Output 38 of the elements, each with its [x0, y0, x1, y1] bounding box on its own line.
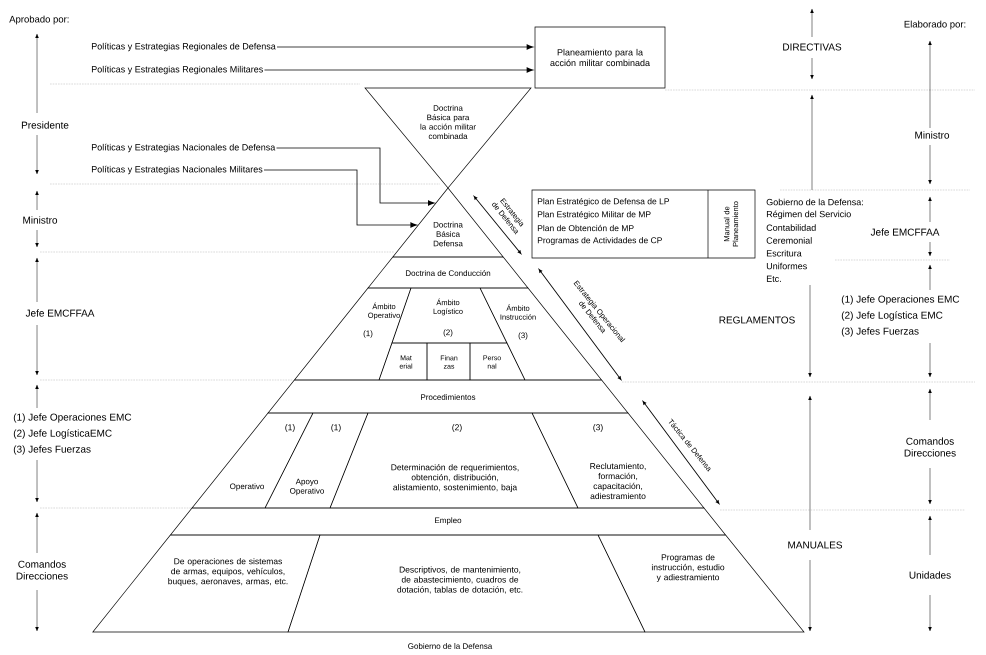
- arrow: [276, 148, 435, 206]
- arrow: [264, 170, 418, 228]
- policy-label: Políticas y Estrategias Nacionales Militares: [92, 166, 262, 174]
- level-label: (2) Jefe Logística EMC: [842, 311, 942, 321]
- arrow: [264, 67, 534, 73]
- list-item: Régimen del Servicio: [766, 210, 851, 220]
- base-label: Gobierno de la Defensa: [408, 643, 492, 649]
- level-label: Ministro: [23, 216, 58, 224]
- level-label: Ministro: [915, 131, 950, 139]
- level-label: REGLAMENTOS: [720, 316, 795, 324]
- policy-label: Políticas y Estrategias Regionales de Defensa: [92, 42, 276, 52]
- level-label: Comandos Direcciones: [16, 560, 68, 580]
- list-item: Uniformes: [766, 262, 807, 270]
- level-label: (1) Jefe Operaciones EMC: [14, 413, 132, 423]
- level-label: (1) Jefe Operaciones EMC: [842, 295, 960, 305]
- heading: Elaborado por:: [904, 20, 966, 30]
- list-item: Gobierno de la Defensa:: [766, 198, 863, 206]
- heading: Aprobado por:: [9, 16, 69, 24]
- process-box: Planeamiento para la acción militar combinada: [534, 26, 666, 88]
- policy-label: Políticas y Estrategias Nacionales de Defensa: [92, 144, 276, 152]
- pyramid-cell: Descriptivos, de mantenimiento, de abastecimiento, cuadros de dotación, tablas de dotación, etc.: [288, 534, 646, 632]
- level-label: Jefe EMCFFAA: [26, 309, 94, 317]
- list-item: Etc.: [766, 276, 781, 282]
- level-label: Comandos Direcciones: [904, 437, 956, 457]
- level-label: (3) Jefes Fuerzas: [14, 445, 91, 455]
- arrow: [276, 44, 534, 50]
- level-label: (2) Jefe LogísticaEMC: [14, 429, 112, 439]
- list-item: Contabilidad: [766, 224, 816, 231]
- level-label: DIRECTIVAS: [783, 43, 842, 51]
- pyramid-cell: De operaciones de sistemas de armas, equipos, vehículos, buques, aeronaves, armas, etc.: [92, 534, 320, 632]
- policy-label: Políticas y Estrategias Regionales Militares: [92, 66, 263, 74]
- level-label: Jefe EMCFFAA: [870, 228, 940, 236]
- level-label: MANUALES: [788, 541, 842, 549]
- list-item: Escritura: [766, 250, 802, 256]
- level-label: (3) Jefes Fuerzas: [842, 327, 919, 337]
- level-label: Unidades: [910, 571, 951, 579]
- level-label: Presidente: [22, 121, 68, 129]
- list-item: Ceremonial: [766, 237, 812, 244]
